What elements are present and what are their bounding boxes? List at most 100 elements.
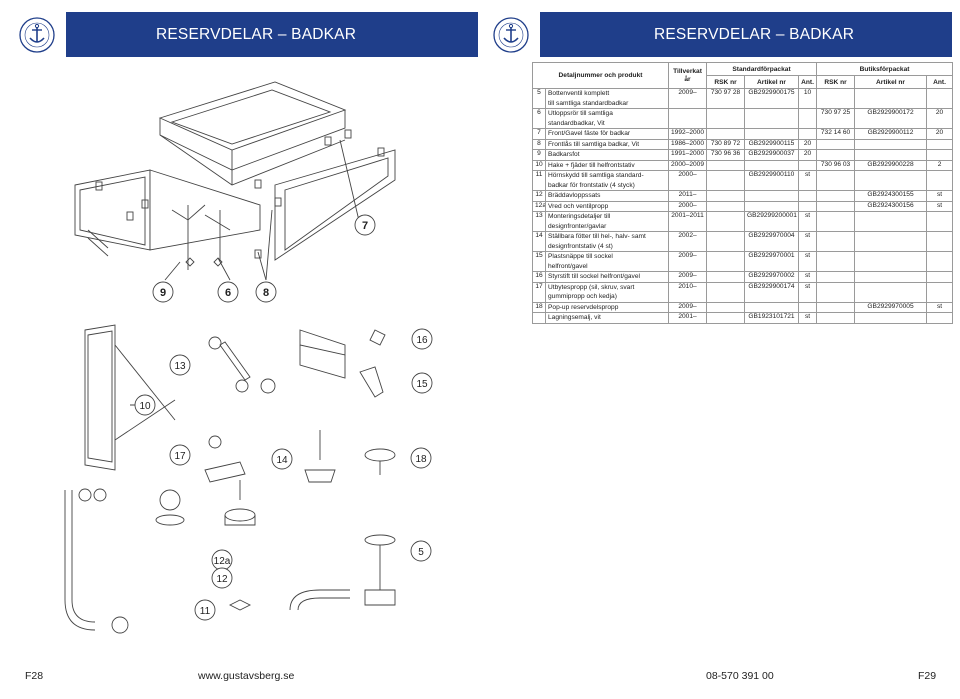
row-ant-butik [926,88,954,109]
row-rsk-standard [706,190,745,202]
row-desc: Hake + fjäder till helfrontstativ [545,159,669,171]
row-ant-standard: st [797,281,818,303]
table-row: standardbadkar, Vit [533,118,953,129]
row-nr: 5 [532,88,546,109]
row-artikel-standard: GB29299200001 [744,211,799,232]
row-artikel-butik: GB2929900172 [854,108,928,129]
row-ant-standard [797,200,818,212]
row-artikel-butik [854,312,928,324]
gustavsberg-logo [482,12,540,57]
row-rsk-butik [816,200,856,212]
row-year: 2000–2009 [668,159,707,171]
row-nr: 17 [532,281,546,303]
callout-9: 9 [160,287,166,299]
row-year: 2011– [668,190,707,202]
header-rsk: RSK nr [706,75,745,89]
left-page: RESERVDELAR – BADKAR [8,12,478,682]
row-rsk-standard [706,159,745,171]
callout-8: 8 [263,287,269,299]
callout-12a: 12a [214,556,231,567]
row-year: 2009– [668,301,707,313]
gustavsberg-logo [8,12,66,57]
row-artikel-butik: GB2929900112 [854,128,928,140]
page-title: RESERVDELAR – BADKAR [654,25,855,43]
row-year: 2000– [668,200,707,212]
row-artikel-standard: GB2929900037 [744,149,799,161]
page-title: RESERVDELAR – BADKAR [156,25,357,43]
row-ant-standard: st [797,211,818,232]
row-year: 1991–2000 [668,149,707,161]
row-year: 2009– [668,88,707,109]
row-nr: 10 [532,159,546,171]
row-rsk-butik: 730 97 25 [816,108,856,129]
row-rsk-butik [816,211,856,232]
website-link[interactable]: www.gustavsberg.se [198,670,295,682]
row-year: 2002– [668,231,707,252]
row-ant-butik [926,231,954,252]
row-nr: 18 [532,301,546,313]
row-year: 2000– [668,170,707,191]
row-desc: Styrstift till sockel helfront/gavel [545,271,669,283]
row-desc: Badkarsfot [545,149,669,161]
row-rsk-standard [706,301,745,313]
row-rsk-standard [706,170,745,191]
row-ant-standard [797,190,818,202]
row-desc: designfrontstativ (4 st) [545,241,669,252]
row-ant-standard: st [797,170,818,191]
row-nr: 6 [532,108,546,129]
row-nr: 15 [532,251,546,272]
row-artikel-standard [744,128,799,140]
row-rsk-standard: 730 89 72 [706,138,745,150]
phone-number: 08-570 391 00 [706,670,774,682]
row-rsk-standard [706,211,745,232]
row-nr: 16 [532,271,546,283]
callout-12: 12 [216,574,228,585]
row-artikel-standard: GB2929970004 [744,231,799,252]
row-ant-butik: 20 [926,128,954,140]
row-nr: 12a [532,200,546,212]
row-rsk-butik: 732 14 60 [816,128,856,140]
row-desc: helfront/gavel [545,261,669,272]
row-nr: 11 [532,170,546,191]
page-number-right: F29 [918,670,937,682]
header-ant: Ant. [926,75,954,89]
row-artikel-butik [854,251,928,272]
table-row: gummipropp och kedja) [533,292,953,303]
row-desc: Front/Gavel fäste för badkar [545,128,669,140]
row-desc: Plastsnäppe till sockel [545,251,669,262]
row-year [668,108,707,129]
callout-18: 18 [415,454,427,465]
row-desc: Ställbara fötter till hel-, halv- samt [545,231,669,242]
callout-15: 15 [416,379,428,390]
row-desc: standardbadkar, Vit [545,118,669,129]
row-rsk-butik [816,190,856,202]
page-number-left: F28 [25,670,44,682]
row-artikel-standard [744,190,799,202]
row-ant-butik [926,170,954,191]
row-rsk-butik [816,138,856,150]
header-ant: Ant. [797,75,818,89]
row-artikel-butik [854,149,928,161]
row-desc: Hörnskydd till samtliga standard- [545,170,669,181]
header-standard-group: Standardförpackat [705,62,818,76]
row-ant-standard: st [797,312,818,324]
row-nr: 12 [532,190,546,202]
callout-10: 10 [139,401,151,412]
row-artikel-standard: GB2929900110 [744,170,799,191]
row-year: 2001–2011 [668,211,707,232]
row-ant-standard: 10 [797,88,818,109]
row-desc: Lagningsemalj, vit [545,312,669,324]
anchor-logo-icon [19,16,55,53]
row-ant-butik: st [926,301,954,313]
row-desc: designfronter/gavlar [545,221,669,232]
